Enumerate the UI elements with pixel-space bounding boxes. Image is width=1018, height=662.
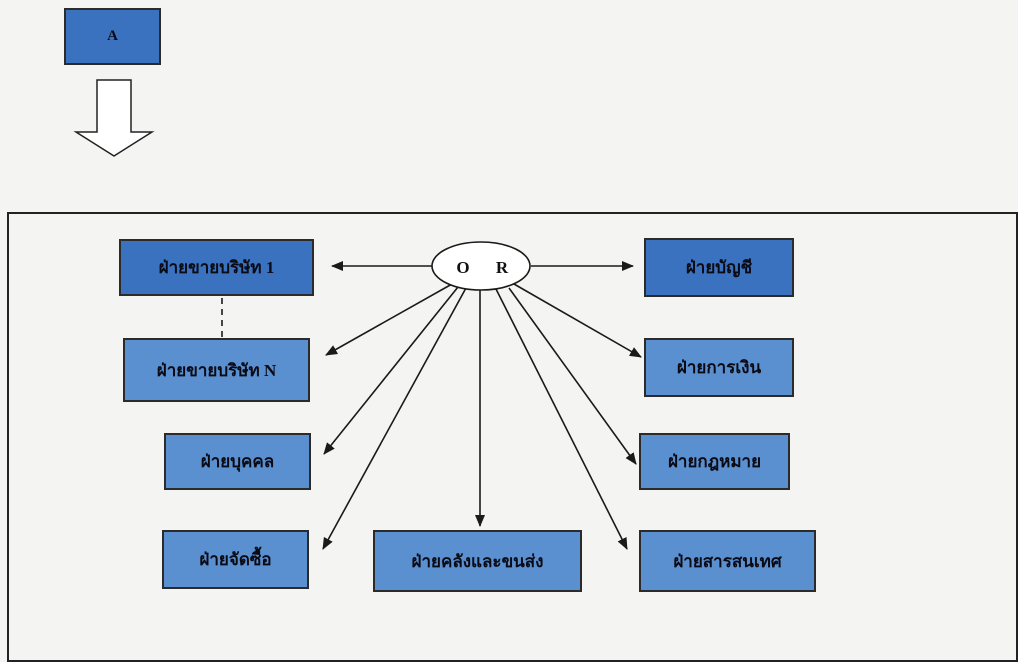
node-a-label: A	[107, 28, 118, 44]
dept-accounting-label: ฝ่ายบัญชี	[685, 258, 753, 277]
dept-it-label: ฝ่ายสารสนเทศ	[673, 551, 782, 571]
dept-sales-n: ฝ่ายขายบริษัท N	[123, 338, 310, 402]
dept-accounting: ฝ่ายบัญชี	[644, 238, 794, 297]
dept-sales-1: ฝ่ายขายบริษัท 1	[119, 239, 314, 296]
dept-sales-1-label: ฝ่ายขายบริษัท 1	[158, 258, 275, 277]
dept-it: ฝ่ายสารสนเทศ	[639, 530, 816, 592]
dept-personnel-label: ฝ่ายบุคคล	[200, 452, 275, 471]
dept-sales-n-label: ฝ่ายขายบริษัท N	[156, 360, 277, 380]
dept-purchasing-label: ฝ่ายจัดซื้อ	[199, 550, 272, 569]
dept-warehouse-shipping-label: ฝ่ายคลังและขนส่ง	[411, 551, 544, 571]
dept-warehouse-shipping: ฝ่ายคลังและขนส่ง	[373, 530, 582, 592]
dept-legal-label: ฝ่ายกฎหมาย	[667, 452, 762, 471]
dept-personnel: ฝ่ายบุคคล	[164, 433, 311, 490]
dept-purchasing: ฝ่ายจัดซื้อ	[162, 530, 309, 589]
dept-legal: ฝ่ายกฎหมาย	[639, 433, 790, 490]
node-a: A	[64, 8, 161, 65]
dept-finance-label: ฝ่ายการเงิน	[676, 358, 762, 377]
dept-finance: ฝ่ายการเงิน	[644, 338, 794, 397]
